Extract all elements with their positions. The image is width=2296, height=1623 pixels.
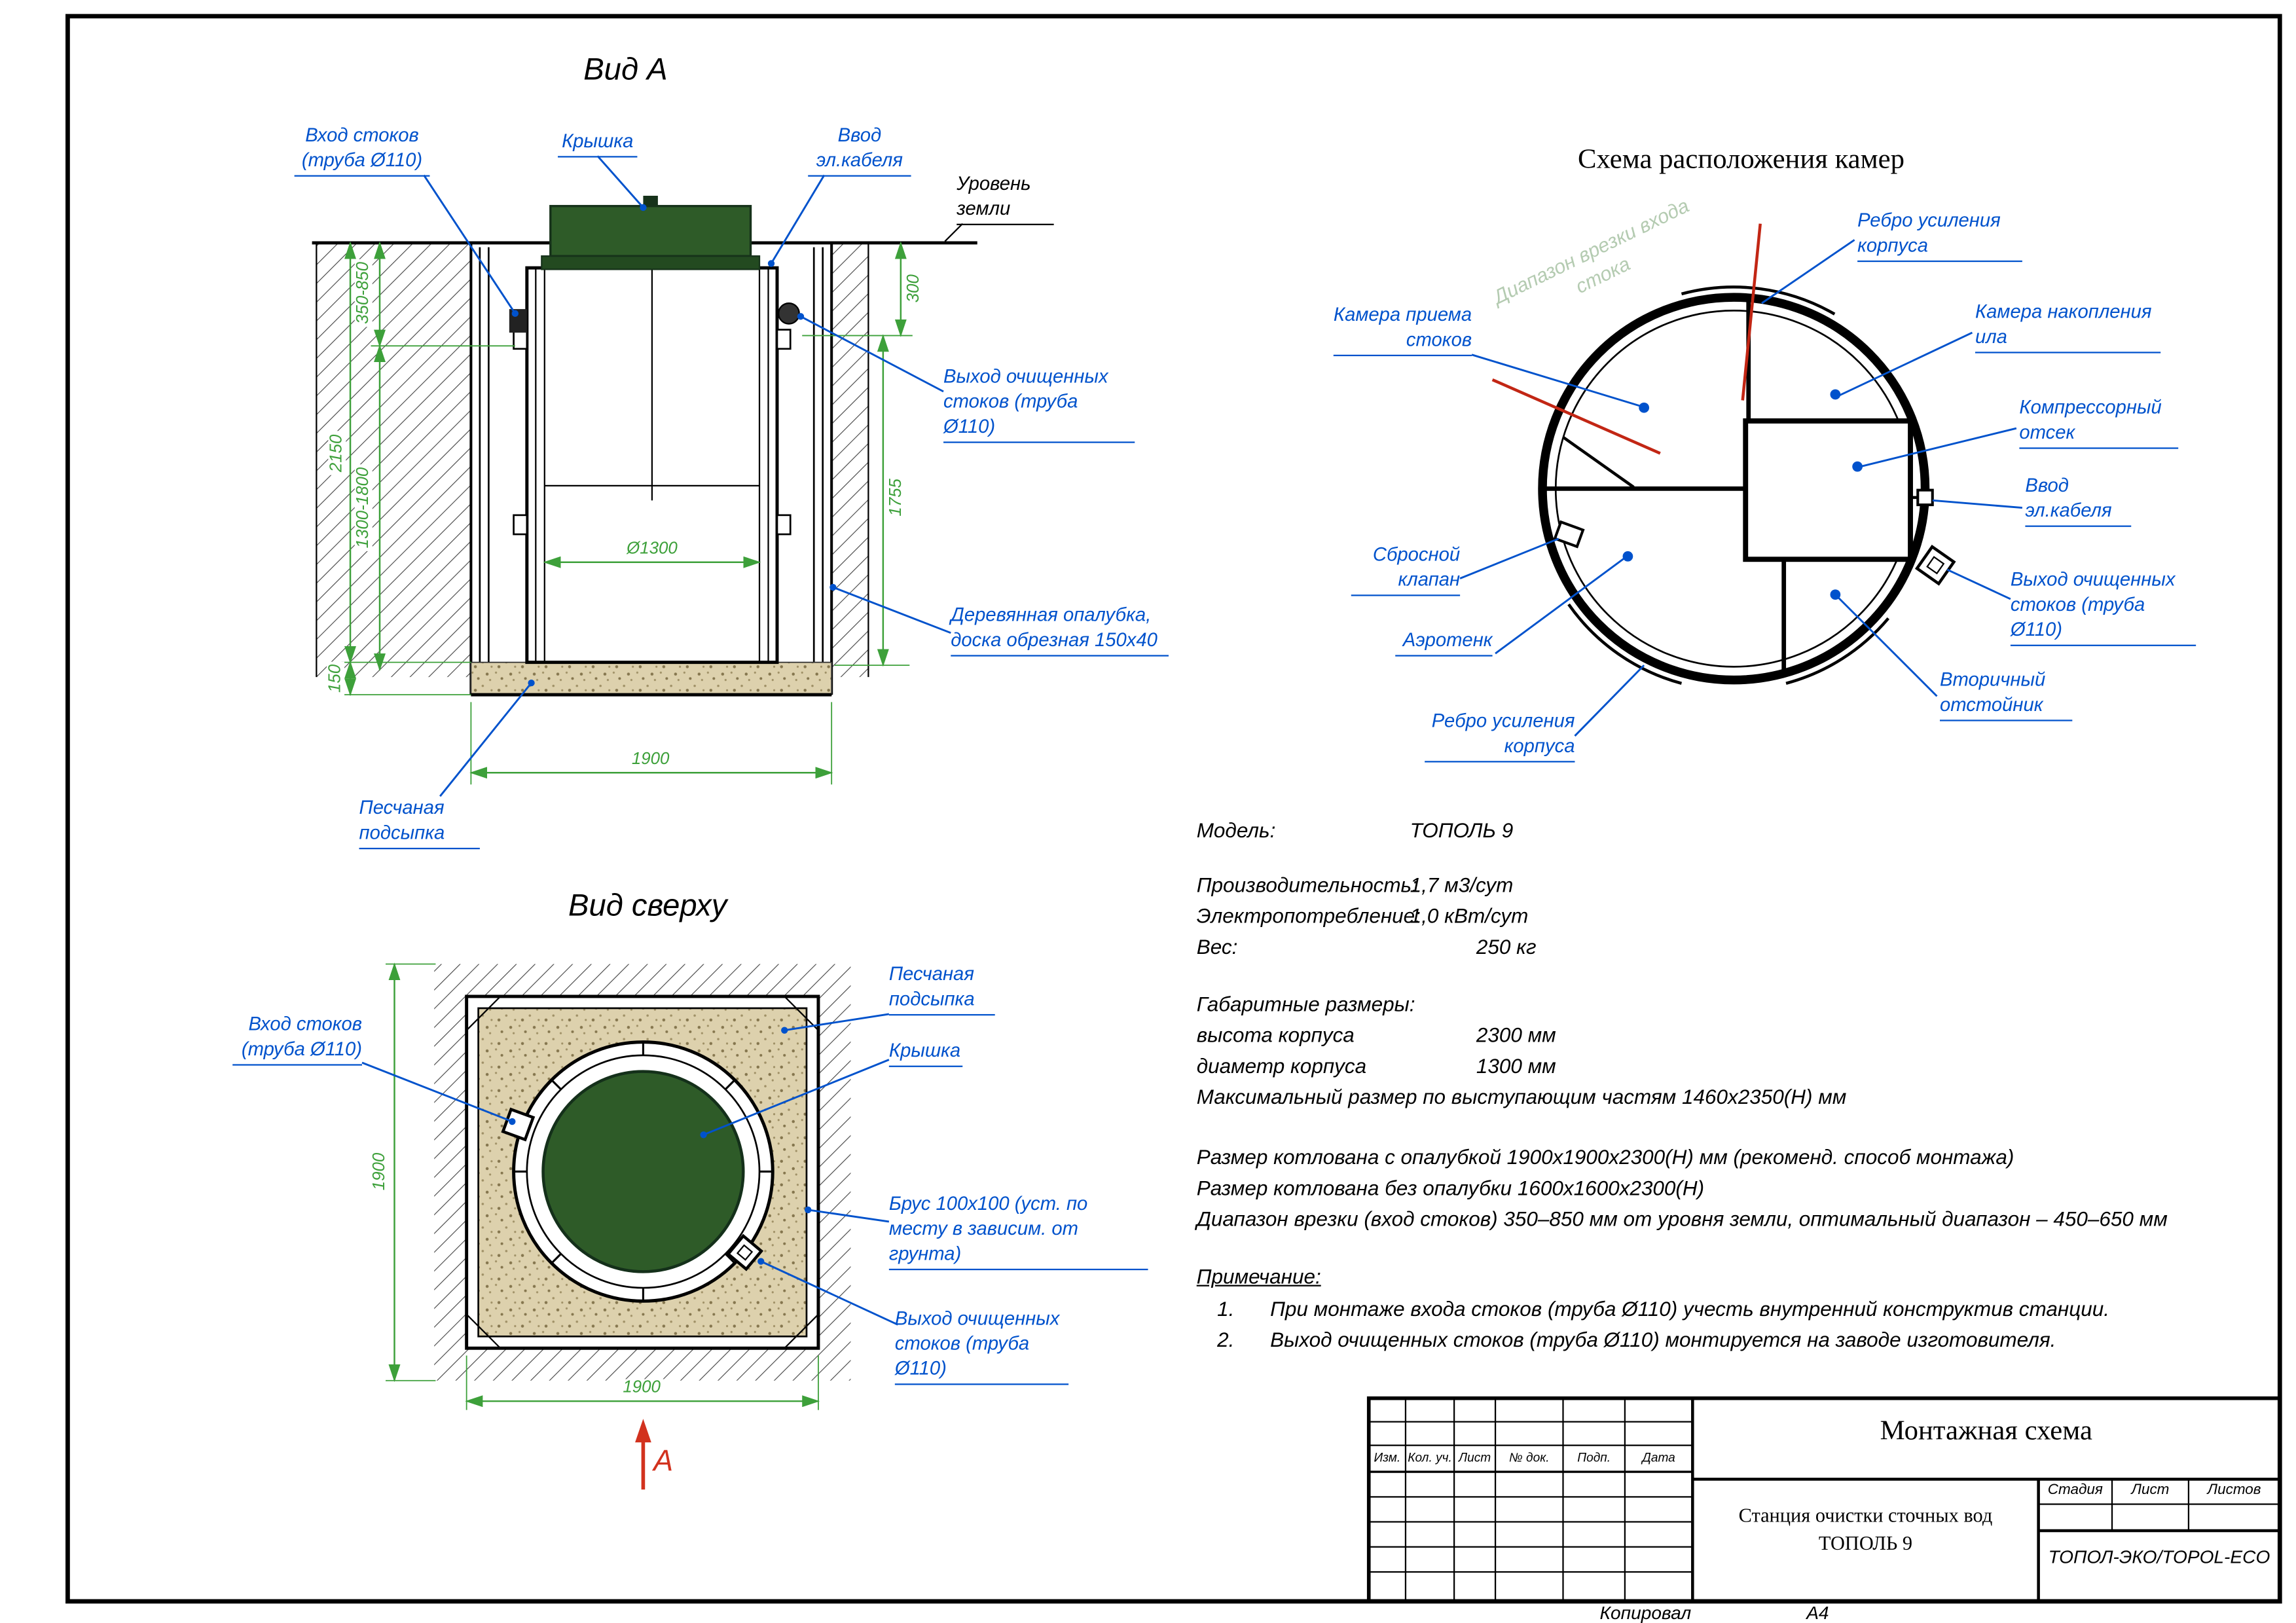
title-block-stage: Стадия [2047,1482,2103,1499]
spec-pit-formwork: Размер котлована с опалубкой 1900х1900х2… [1196,1145,2014,1169]
label-sludge-chamber: Камера накопления ила [1975,301,2161,354]
cut-in-range-mark-2 [1491,378,1661,455]
dim-pit-width: 1900 [629,750,672,769]
label-lid-view-a: Крышка [558,130,638,158]
label-sand-top-view: Песчаная подсыпка [888,962,995,1015]
title-block-col-data: Дата [1642,1450,1675,1465]
spec-cut-in-range: Диапазон врезки (вход стоков) 350–850 мм… [1196,1207,2168,1231]
note-text: Выход очищенных стоков (труба Ø110) монт… [1270,1327,2056,1351]
spec-dims-header: Габаритные размеры: [1196,992,1415,1016]
spec-label: Производительность: [1196,873,1417,897]
title-block-col-izm: Изм. [1374,1450,1401,1465]
label-secondary-settler: Вторичный отстойник [1939,668,2073,721]
view-a-drawing [312,195,977,697]
label-outlet-chamber: Выход очищенных стоков (труба Ø110) [2010,568,2196,646]
label-cable-view-a: Ввод эл.кабеля [808,124,911,177]
label-outlet-view-a: Выход очищенных стоков (труба Ø110) [943,365,1135,443]
label-outlet-top-view: Выход очищенных стоков (труба Ø110) [894,1307,1069,1385]
label-rib-top: Ребро усиления корпуса [1857,209,2022,262]
label-compressor-bay: Компрессорный отсек [2019,396,2179,449]
spec-label: Электропотребление: [1196,903,1421,928]
spec-label: высота корпуса [1196,1023,1355,1047]
dim-top-view-width: 1900 [619,1379,664,1397]
section-mark-a: А [653,1445,674,1478]
dim-diameter: Ø1300 [623,540,681,558]
chamber-diagram [1491,223,1956,685]
top-view-title: Вид сверху [568,888,727,923]
cut-in-range-mark [1741,223,1762,401]
spec-value: 1,0 кВт/сут [1410,903,1529,928]
top-view-drawing [434,964,851,1381]
label-aeration-tank: Аэротенк [1395,629,1493,657]
note-number: 2. [1217,1327,1235,1351]
title-block-object-line2: ТОПОЛЬ 9 [1818,1532,1913,1554]
discharge-valve-shape [1553,520,1585,549]
outlet-pipe-shape [778,302,800,325]
section-arrow [635,1419,651,1490]
note-number: 1. [1217,1296,1235,1321]
sheet-border [65,14,2282,1604]
chamber-scheme-title: Схема расположения камер [1577,144,1905,175]
spec-pit-no-formwork: Размер котлована без опалубки 1600х1600х… [1196,1176,1705,1200]
label-timber: Брус 100х100 (уст. по месту в зависим. о… [888,1192,1148,1270]
spec-value: 2300 мм [1476,1023,1556,1047]
spec-value: 250 кг [1476,934,1537,958]
label-cable-entry: Ввод эл.кабеля [2025,474,2132,527]
dim-inlet-depth-range: 1300-1800 [354,464,373,551]
spec-value: 1,7 м3/сут [1410,873,1514,897]
top-view-leaders [361,1013,898,1326]
title-block-col-podp: Подп. [1577,1450,1611,1465]
dim-bedding: 150 [327,661,345,696]
dim-body-height: 1755 [887,475,905,520]
notes-title: Примечание: [1196,1264,1321,1288]
dim-top-view-depth: 1900 [371,1150,389,1194]
label-inlet-top-view: Вход стоков (труба Ø110) [232,1013,363,1066]
label-receiving-chamber: Камера приема стоков [1333,303,1472,356]
label-formwork: Деревянная опалубка, доска обрезная 150х… [951,604,1169,657]
view-a-dimensions [341,241,913,785]
dim-outlet-depth: 300 [905,271,923,306]
spec-label: Модель: [1196,818,1276,842]
chamber-leaders [1459,239,2023,737]
title-block-sheets: Листов [2207,1482,2261,1499]
ground-level-tick [944,223,964,242]
title-block-doc-title: Монтажная схема [1880,1415,2092,1447]
label-discharge-valve: Сбросной клапан [1351,543,1461,596]
title-block-object-line1: Станция очистки сточных вод [1738,1504,1993,1527]
spec-value: ТОПОЛЬ 9 [1410,818,1514,842]
title-block-col-dok: № док. [1509,1450,1550,1465]
note-text: При монтаже входа стоков (труба Ø110) уч… [1270,1296,2109,1321]
label-inlet-view-a: Вход стоков (труба Ø110) [294,124,430,177]
label-rib-bottom: Ребро усиления корпуса [1425,710,1575,763]
title-block-col-kol: Кол. уч. [1408,1450,1452,1465]
title-block-sheet: Лист [2131,1482,2170,1499]
view-a-leaders [423,155,951,797]
lid-top-shape [541,1070,745,1273]
outlet-stub-shape [726,1233,764,1271]
view-a-title: Вид А [583,52,668,87]
outlet-fitting-shape [1914,544,1956,586]
spec-value: 1300 мм [1476,1053,1556,1078]
copied-label: Копировал [1599,1603,1692,1623]
label-ground-level: Уровень земли [957,172,1054,225]
lid-shape [549,205,752,257]
label-lid-top-view: Крышка [888,1039,963,1067]
spec-label: Вес: [1196,934,1238,958]
top-view-dimensions [386,962,820,1410]
spec-label: диаметр корпуса [1196,1053,1367,1078]
compressor-bay-shape [1743,418,1913,562]
dim-inlet-range: 350-850 [354,259,373,327]
spec-max-size: Максимальный размер по выступающим частя… [1196,1084,1847,1108]
label-sand-view-a: Песчаная подсыпка [359,796,480,849]
title-block-col-list: Лист [1458,1450,1491,1465]
dim-pit-depth: 2150 [328,431,346,475]
chamber-dots [1622,389,1863,600]
title-block-grid [1366,1396,2282,1603]
format-label: А4 [1806,1603,1829,1623]
cable-entry-shape [1916,488,1934,507]
title-block-company: ТОПОЛ-ЭКО/TOPOL-ECO [2048,1546,2270,1568]
